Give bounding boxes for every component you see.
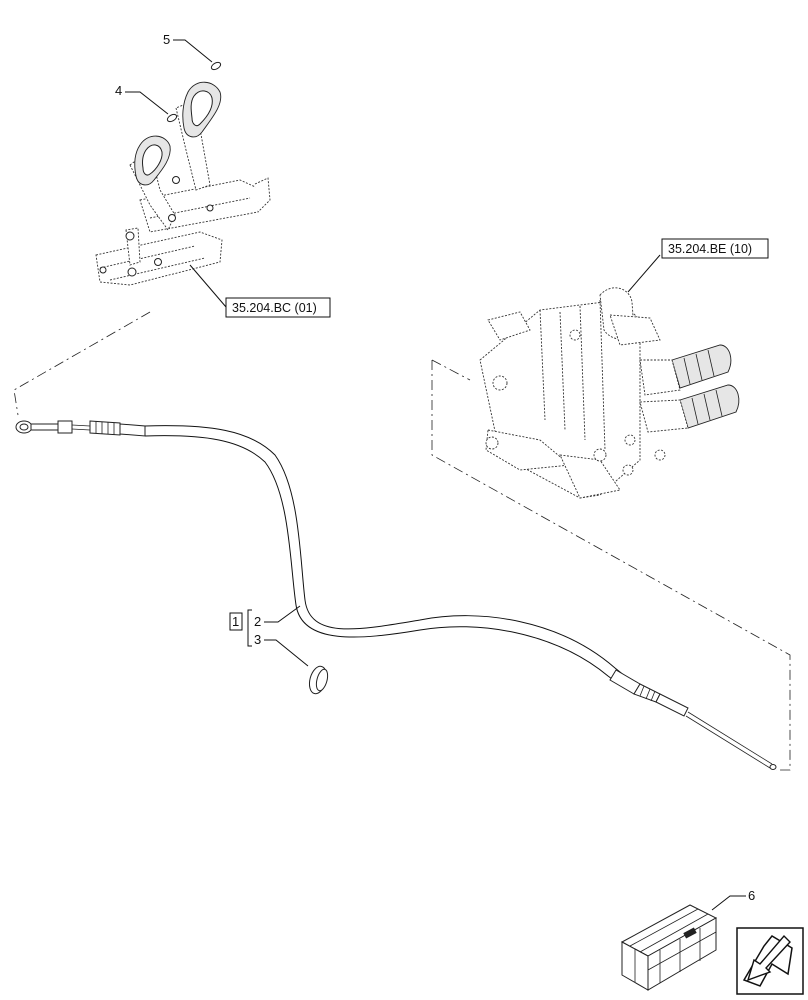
callout-1-box (229, 612, 243, 631)
callout-1-label: 1 (232, 614, 239, 629)
callout-5: 5 (163, 32, 213, 63)
leader-valve-top (431, 359, 471, 381)
control-cable (15, 420, 777, 770)
parts-crate-icon (620, 904, 718, 991)
reference-valve-box (661, 238, 769, 259)
grommet (308, 665, 329, 695)
callout-2-label: 2 (254, 614, 261, 629)
pedal-assembly (95, 61, 271, 286)
arrow-down-left-icon[interactable] (736, 927, 804, 995)
callout-5-label: 5 (163, 32, 170, 47)
reference-valve-label: 35.204.BE (10) (668, 242, 752, 256)
reference-pedal-label: 35.204.BC (01) (232, 301, 317, 315)
callout-4: 4 (115, 83, 169, 115)
callout-4-label: 4 (115, 83, 122, 98)
leader-pedal-to-cable (13, 311, 151, 416)
callout-6-label: 6 (748, 888, 755, 903)
callout-6: 6 (711, 888, 755, 911)
reference-valve[interactable]: 35.204.BE (10) (627, 238, 769, 293)
leader-valve-outline (431, 360, 791, 771)
callout-3-label: 3 (254, 632, 261, 647)
reference-pedal-box (225, 297, 331, 318)
reference-pedal[interactable]: 35.204.BC (01) (189, 264, 331, 318)
callout-group-1: 1 2 3 (229, 605, 309, 667)
valve-block (479, 287, 740, 499)
